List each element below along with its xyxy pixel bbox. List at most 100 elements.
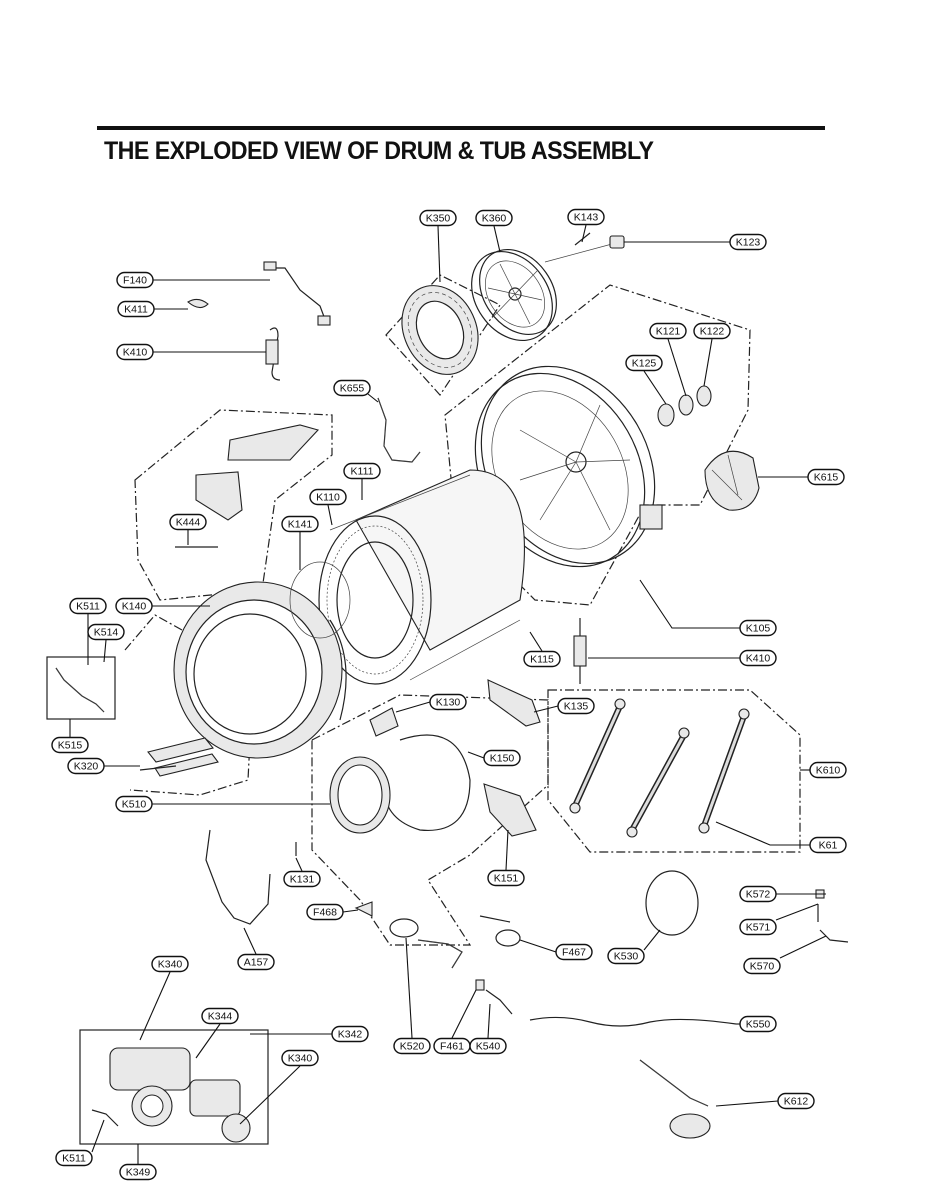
callout-k515: K515 — [51, 736, 89, 754]
heater-element — [147, 737, 219, 777]
callout-badge — [567, 208, 605, 226]
leader-lines — [69, 224, 827, 1164]
title-rule — [97, 126, 825, 130]
inner-drum — [318, 469, 525, 685]
callout-label: K320 — [74, 761, 99, 773]
dispenser-drawer — [195, 471, 243, 521]
leader-line — [533, 705, 559, 713]
callout-badge — [55, 1149, 93, 1167]
leader-line — [342, 909, 359, 913]
callout-k121: K121 — [649, 322, 687, 340]
callout-badge — [119, 1163, 157, 1181]
callout-badge — [281, 1049, 319, 1067]
callout-label: K360 — [482, 213, 507, 225]
callout-label: K410 — [123, 347, 148, 359]
callout-k610: K610 — [809, 761, 847, 779]
callout-badge — [201, 1007, 239, 1025]
callout-label: K141 — [288, 519, 313, 531]
callout-k131: K131 — [283, 870, 321, 888]
callout-label: K131 — [290, 874, 315, 886]
bracket-k151 — [483, 783, 537, 837]
wire-a157 — [205, 829, 271, 925]
leader-line — [139, 971, 171, 1041]
callout-badge — [237, 953, 275, 971]
leader-line — [639, 579, 740, 629]
callout-label: F468 — [313, 907, 337, 919]
callout-badge — [475, 209, 513, 227]
part-f468 — [354, 901, 373, 917]
part-k570 — [819, 929, 849, 943]
callout-badge — [807, 468, 845, 486]
bracket-k135 — [487, 679, 541, 727]
part-k540 — [485, 989, 513, 1015]
callout-k340: K340 — [151, 955, 189, 973]
callout-badge — [429, 693, 467, 711]
callout-k570: K570 — [743, 957, 781, 975]
callout-label: K340 — [158, 959, 183, 971]
callout-badge — [739, 918, 777, 936]
clip — [187, 298, 209, 309]
leader-line — [487, 1003, 491, 1039]
pump-box — [79, 1029, 269, 1145]
callout-badge — [739, 1015, 777, 1033]
leader-line — [91, 1119, 105, 1153]
front-tub — [173, 561, 351, 759]
callout-label: K342 — [338, 1029, 363, 1041]
leader-line — [703, 338, 713, 387]
wire-k550 — [529, 1016, 737, 1027]
callout-label: K540 — [476, 1041, 501, 1053]
callout-badge — [419, 209, 457, 227]
callout-badge — [777, 1092, 815, 1110]
detergent-lid — [227, 424, 320, 461]
callout-label: K349 — [126, 1167, 151, 1179]
callout-k540: K540 — [469, 1037, 507, 1055]
callout-badge — [116, 343, 154, 361]
callout-label: K411 — [124, 304, 148, 316]
bolt-k123 — [544, 235, 625, 263]
callout-badge — [729, 233, 767, 251]
callout-badge — [743, 957, 781, 975]
clamp-f467 — [495, 929, 521, 947]
callout-label: K550 — [746, 1019, 771, 1031]
callout-k130: K130 — [429, 693, 467, 711]
leader-line — [775, 903, 819, 921]
callout-badge — [283, 870, 321, 888]
callout-k122: K122 — [693, 322, 731, 340]
callout-label: K511 — [62, 1153, 86, 1165]
leader-line — [195, 1023, 221, 1059]
leader-line — [243, 927, 257, 955]
callout-badge — [483, 749, 521, 767]
part-f461 — [475, 979, 485, 991]
callout-label: K344 — [208, 1011, 233, 1023]
callout-k350: K350 — [419, 209, 457, 227]
part-k130 — [369, 707, 399, 737]
leader-line — [395, 701, 431, 713]
callout-label: K511 — [76, 601, 100, 613]
callout-label: K135 — [564, 701, 589, 713]
callout-k615: K615 — [807, 468, 845, 486]
callout-label: K350 — [426, 213, 451, 225]
callout-k344: K344 — [201, 1007, 239, 1025]
callout-k511: K511 — [55, 1149, 93, 1167]
callout-badge — [115, 795, 153, 813]
callout-label: K571 — [746, 922, 771, 934]
diagram-title: THE EXPLODED VIEW OF DRUM & TUB ASSEMBLY — [104, 137, 654, 165]
leader-line — [715, 1100, 779, 1107]
callout-label: K444 — [176, 517, 201, 529]
callout-badge — [625, 354, 663, 372]
leader-line — [405, 937, 413, 1039]
callout-badge — [809, 836, 847, 854]
callout-k342: K342 — [331, 1025, 369, 1043]
callout-label: K150 — [490, 753, 515, 765]
leader-line — [493, 225, 501, 253]
leader-line — [581, 224, 587, 243]
callout-k520: K520 — [393, 1037, 431, 1055]
callout-badge — [393, 1037, 431, 1055]
ring-k530 — [645, 870, 699, 936]
leader-line — [529, 631, 543, 652]
callout-badge — [116, 271, 154, 289]
callout-k550: K550 — [739, 1015, 777, 1033]
callout-label: K610 — [816, 765, 841, 777]
callout-k150: K150 — [483, 749, 521, 767]
callout-label: F461 — [440, 1041, 464, 1053]
